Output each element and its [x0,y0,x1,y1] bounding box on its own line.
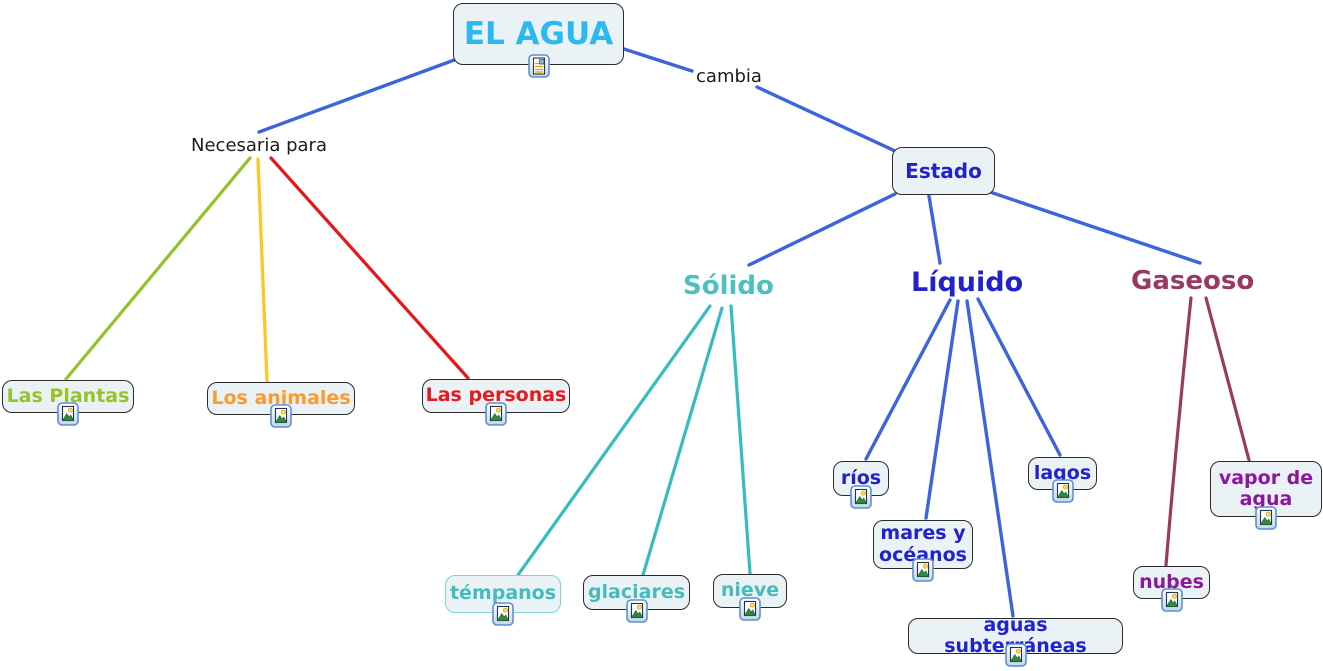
image-attachment-icon[interactable] [492,602,514,626]
edge-liquido-mares [924,299,960,520]
edge-liquido-lagos [976,297,1062,457]
node-label: Estado [905,158,982,183]
node-el-agua[interactable]: EL AGUA [453,3,624,78]
edge-gaseoso-nubes [1164,296,1193,567]
node-label: nieve [720,579,780,602]
node-vapor-de-agua[interactable]: vapor de agua [1210,461,1322,530]
node-label: Las Plantas [6,384,130,407]
edge-estado-liquido [927,194,942,265]
node-estado[interactable]: Estado [892,147,995,195]
node-label: Las personas [425,384,567,407]
node-label: Los animales [211,386,351,409]
category-label-liquido[interactable]: Líquido [911,267,1024,298]
category-label-solido[interactable]: Sólido [683,271,774,301]
note-attachment-icon[interactable] [527,54,550,78]
node-rios[interactable]: ríos [833,461,889,509]
image-attachment-icon[interactable] [57,402,79,426]
image-attachment-icon[interactable] [1160,588,1183,612]
category-label-gaseoso[interactable]: Gaseoso [1131,266,1255,296]
edge-necesaria-plantas [64,156,252,381]
node-label: glaciares [587,580,686,603]
edge-solido-nieve [729,304,752,575]
edge-estado-gaseoso [988,190,1202,265]
node-lagos[interactable]: lagos [1028,457,1097,503]
node-label: EL AGUA [463,15,614,52]
edge-necesaria-animales [256,157,269,383]
image-attachment-icon[interactable] [1255,506,1277,530]
node-las-personas[interactable]: Las personas [422,379,570,426]
image-attachment-icon[interactable] [850,485,872,509]
node-label: témpanos [449,582,557,605]
edge-solido-glaciares [641,306,724,577]
edge-elagua-cambia [622,47,694,73]
node-glaciares[interactable]: glaciares [583,575,690,623]
edge-liquido-aguas [965,299,1015,618]
node-tempanos[interactable]: témpanos [445,575,561,626]
edge-cambia-estado [755,85,897,153]
node-las-plantas[interactable]: Las Plantas [2,380,134,426]
image-attachment-icon[interactable] [1004,643,1027,667]
image-attachment-icon[interactable] [912,558,934,582]
edge-necesaria-personas [269,156,470,380]
edge-gaseoso-vapor [1204,296,1251,462]
edge-liquido-rios [864,298,952,461]
edge-estado-solido [747,192,897,267]
node-label: vapor de agua [1218,466,1314,510]
node-label: lagos [1033,461,1092,484]
edge-elagua-necesaria [257,57,459,134]
link-label-necesaria-para[interactable]: Necesaria para [191,135,327,156]
link-label-cambia[interactable]: cambia [696,66,762,87]
node-nieve[interactable]: nieve [713,574,787,621]
node-mares-y-oceanos[interactable]: mares y océanos [873,520,973,582]
image-attachment-icon[interactable] [1051,479,1074,503]
node-los-animales[interactable]: Los animales [207,382,355,428]
node-label: nubes [1139,570,1204,593]
node-label: ríos [840,466,882,489]
edge-solido-tempanos [516,304,712,577]
node-aguas-subterraneas[interactable]: aguas subterráneas [908,614,1123,667]
image-attachment-icon[interactable] [625,599,648,623]
image-attachment-icon[interactable] [270,404,292,428]
image-attachment-icon[interactable] [739,597,761,621]
node-label: mares y océanos [879,522,967,566]
node-nubes[interactable]: nubes [1133,566,1210,612]
image-attachment-icon[interactable] [485,402,507,426]
